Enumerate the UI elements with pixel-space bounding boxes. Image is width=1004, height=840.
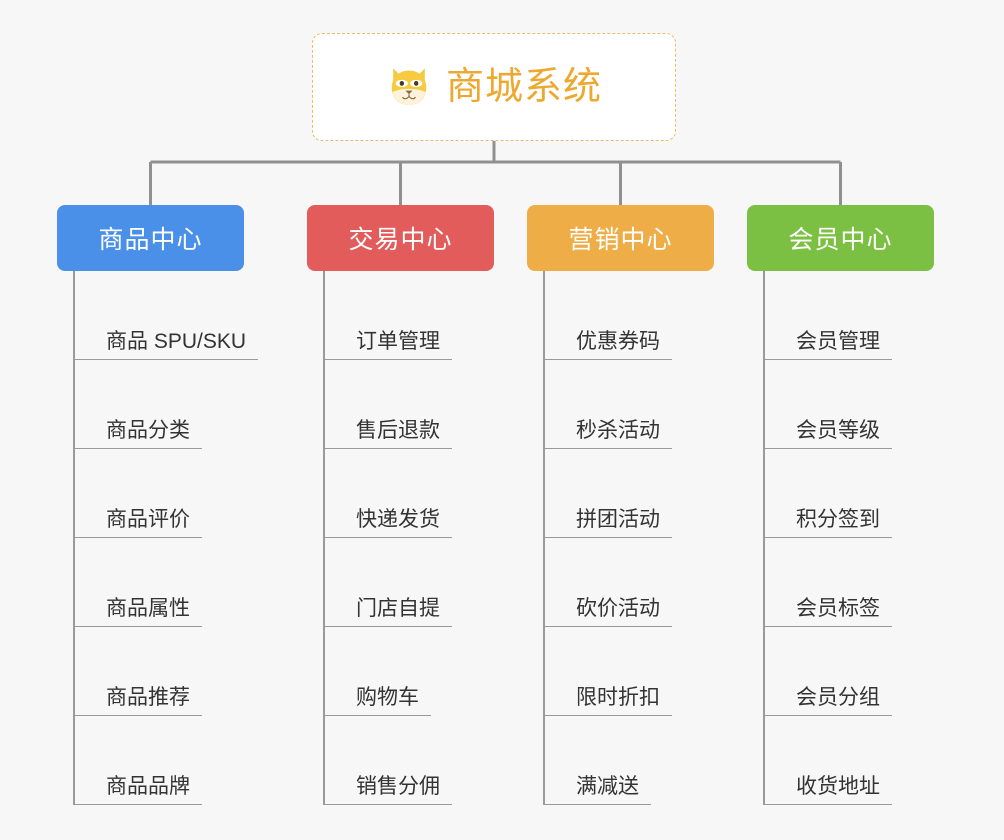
leaf-column-1: 商品 SPU/SKU 商品分类商品评价商品属性商品推荐商品品牌 [73,271,303,805]
leaf-item[interactable]: 售后退款 [323,360,553,449]
leaf-item[interactable]: 商品品牌 [73,716,303,805]
leaf-label: 会员分组 [796,685,880,709]
leaf-item[interactable]: 收货地址 [763,716,993,805]
leaf-item[interactable]: 商品推荐 [73,627,303,716]
leaf-item[interactable]: 限时折扣 [543,627,773,716]
shiba-dog-face-icon [391,68,427,105]
leaf-item[interactable]: 销售分佣 [323,716,553,805]
leaf-underline [323,715,431,716]
category-label: 商品中心 [98,226,203,254]
leaf-underline [73,715,202,716]
leaf-item[interactable]: 购物车 [323,627,553,716]
leaf-label: 会员等级 [796,418,880,442]
leaf-item[interactable]: 商品属性 [73,538,303,627]
leaf-underline [323,537,452,538]
leaf-item[interactable]: 会员分组 [763,627,993,716]
leaf-underline [73,448,202,449]
leaf-underline [543,448,672,449]
leaf-label: 销售分佣 [356,774,440,798]
leaf-item[interactable]: 会员标签 [763,538,993,627]
leaf-underline [763,715,892,716]
leaf-label: 门店自提 [356,596,440,620]
column-spine [323,271,325,805]
leaf-underline [763,537,892,538]
leaf-item[interactable]: 快递发货 [323,449,553,538]
leaf-item[interactable]: 商品分类 [73,360,303,449]
leaf-item[interactable]: 优惠券码 [543,271,773,360]
leaf-underline [763,804,892,805]
leaf-underline [323,804,452,805]
column-spine [763,271,765,805]
leaf-underline [323,448,452,449]
leaf-underline [323,626,452,627]
leaf-underline [323,359,452,360]
leaf-label: 商品属性 [106,596,190,620]
leaf-label: 限时折扣 [576,685,660,709]
leaf-label: 收货地址 [796,774,880,798]
leaf-underline [543,537,672,538]
column-spine [543,271,545,805]
leaf-item[interactable]: 会员等级 [763,360,993,449]
category-label: 营销中心 [568,226,673,254]
leaf-label: 商品推荐 [106,685,190,709]
leaf-underline [73,359,258,360]
category-box-3[interactable]: 营销中心 [527,205,714,271]
root-title: 商城系统 [445,66,602,108]
leaf-label: 会员管理 [796,329,880,353]
leaf-item[interactable]: 商品评价 [73,449,303,538]
leaf-underline [763,359,892,360]
leaf-label: 售后退款 [356,418,440,442]
leaf-label: 砍价活动 [576,596,660,620]
leaf-item[interactable]: 订单管理 [323,271,553,360]
leaf-underline [73,626,202,627]
leaf-label: 订单管理 [356,329,440,353]
leaf-underline [543,715,672,716]
leaf-column-2: 订单管理售后退款快递发货门店自提购物车销售分佣 [323,271,553,805]
leaf-item[interactable]: 商品 SPU/SKU [73,271,303,360]
leaf-label: 快递发货 [356,507,440,531]
leaf-label: 商品 SPU/SKU [106,329,247,353]
leaf-label: 拼团活动 [576,507,660,531]
leaf-item[interactable]: 满减送 [543,716,773,805]
leaf-item[interactable]: 会员管理 [763,271,993,360]
leaf-underline [73,804,202,805]
leaf-label: 优惠券码 [576,329,660,353]
leaf-item[interactable]: 门店自提 [323,538,553,627]
leaf-item[interactable]: 砍价活动 [543,538,773,627]
category-box-4[interactable]: 会员中心 [747,205,934,271]
leaf-label: 购物车 [356,685,419,709]
leaf-underline [543,626,672,627]
leaf-label: 商品评价 [106,507,190,531]
leaf-item[interactable]: 秒杀活动 [543,360,773,449]
leaf-column-4: 会员管理会员等级积分签到会员标签会员分组收货地址 [763,271,993,805]
leaf-label: 秒杀活动 [576,418,660,442]
category-box-2[interactable]: 交易中心 [307,205,494,271]
category-label: 会员中心 [788,226,893,254]
category-box-1[interactable]: 商品中心 [57,205,244,271]
leaf-underline [763,626,892,627]
leaf-underline [73,537,202,538]
leaf-column-3: 优惠券码秒杀活动拼团活动砍价活动限时折扣满减送 [543,271,773,805]
column-spine [73,271,75,805]
leaf-label: 积分签到 [796,507,880,531]
root-node[interactable]: 商城系统 [312,33,676,141]
leaf-label: 满减送 [576,774,639,798]
leaf-underline [543,804,651,805]
leaf-label: 商品品牌 [106,774,190,798]
leaf-underline [543,359,672,360]
leaf-item[interactable]: 积分签到 [763,449,993,538]
category-label: 交易中心 [348,226,453,254]
leaf-label: 商品分类 [106,418,190,442]
leaf-item[interactable]: 拼团活动 [543,449,773,538]
leaf-label: 会员标签 [796,596,880,620]
leaf-underline [763,448,892,449]
